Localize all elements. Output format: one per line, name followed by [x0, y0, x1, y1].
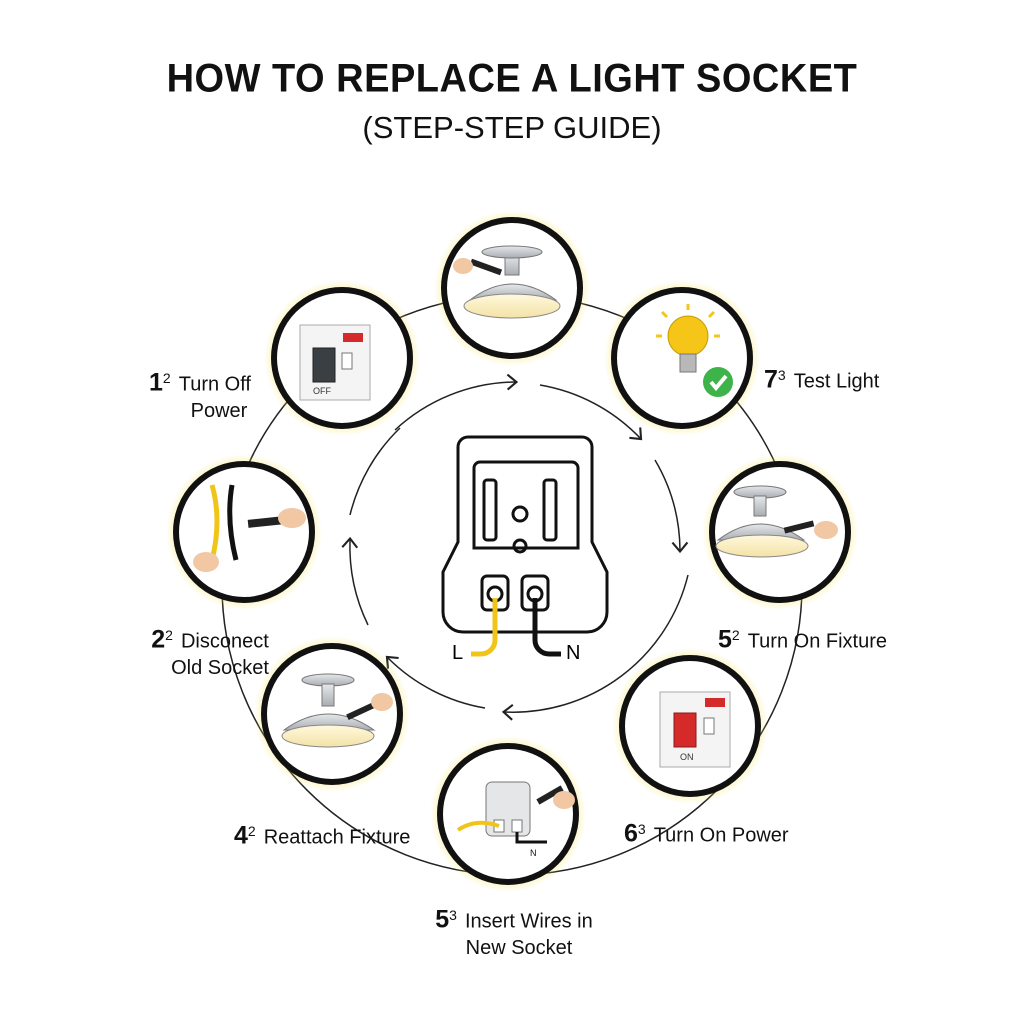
- socket-wiring-icon: N: [456, 781, 575, 858]
- neutral-wire: [532, 598, 561, 657]
- step-text-line2: Power: [190, 399, 248, 422]
- cut-wire-icon: [193, 484, 306, 572]
- step-text: Insert Wires in: [464, 910, 593, 933]
- step-number: 4: [234, 821, 248, 850]
- arrow-arc-right: [654, 459, 689, 554]
- step-circle-top: [434, 210, 590, 366]
- page-title: HOW TO REPLACE A LIGHT SOCKET: [166, 56, 858, 102]
- step-text: Turn Off: [178, 373, 251, 396]
- step-sup: 3: [777, 367, 786, 383]
- arrow-arc-upper-left: [349, 427, 401, 516]
- step-text: Reattach Fixture: [263, 826, 411, 849]
- live-wire: [471, 598, 498, 657]
- step-sup: 2: [165, 627, 173, 643]
- step-label-7: 73 Test Light: [764, 362, 879, 395]
- fixture-icon: [715, 485, 838, 558]
- step-sup: 3: [449, 907, 457, 923]
- fixture-screwdriver-icon: [453, 245, 561, 319]
- arrow-arc-bottom-left: [385, 655, 486, 709]
- small-n-label: N: [530, 848, 537, 858]
- step-circle-5-bottom: N: [430, 736, 586, 892]
- step-label-5-bottom: 53 Insert Wires in New Socket: [424, 902, 604, 961]
- step-label-1: 12 Turn Off Power: [140, 365, 260, 424]
- switch-on-text: ON: [680, 752, 694, 762]
- step-number: 7: [764, 365, 778, 394]
- step-text: Test Light: [793, 370, 880, 393]
- step-text: Disconect: [180, 630, 269, 653]
- fixture-icon: [281, 673, 393, 748]
- step-sup: 2: [162, 370, 171, 386]
- step-text-line2: Old Socket: [171, 656, 269, 679]
- step-label-4: 42 Reattach Fixture: [234, 818, 410, 851]
- switch-off-icon: OFF: [299, 324, 371, 401]
- page-subtitle: (STEP-STEP GUIDE): [362, 110, 662, 145]
- step-sup: 3: [637, 821, 646, 837]
- step-circle-1: OFF: [264, 280, 420, 436]
- step-circle-4: [254, 636, 410, 792]
- step-circle-7: [604, 280, 760, 436]
- step-text: Turn On Power: [653, 824, 789, 847]
- step-number: 1: [149, 368, 163, 397]
- step-number: 2: [151, 625, 166, 654]
- step-circle-6: ON: [612, 648, 768, 804]
- step-sup: 2: [731, 627, 740, 643]
- step-number: 5: [435, 905, 450, 934]
- step-number: 6: [624, 819, 638, 848]
- center-socket-icon: [441, 435, 609, 634]
- live-label: L: [452, 642, 463, 664]
- step-label-6: 63 Turn On Power: [624, 816, 789, 849]
- step-text: Turn On Fixture: [747, 630, 887, 653]
- step-number: 5: [718, 625, 732, 654]
- step-sup: 2: [247, 823, 256, 839]
- arrow-arc-bottom-right: [501, 574, 689, 721]
- arrow-arc-left: [341, 536, 369, 626]
- step-circle-5-right: [702, 454, 858, 610]
- switch-off-text: OFF: [313, 386, 331, 396]
- switch-on-icon: ON: [659, 691, 731, 768]
- inner-cycle-arrows: [341, 373, 689, 721]
- neutral-label: N: [566, 642, 580, 664]
- bulb-check-icon: [656, 304, 733, 397]
- arrow-arc-top: [394, 373, 519, 431]
- step-circle-2: [166, 454, 322, 610]
- step-label-2: 22 Disconect Old Socket: [150, 622, 270, 681]
- step-label-5-right: 52 Turn On Fixture: [718, 622, 887, 655]
- step-text-line2: New Socket: [465, 936, 573, 959]
- arrow-arc-top-right: [539, 384, 643, 441]
